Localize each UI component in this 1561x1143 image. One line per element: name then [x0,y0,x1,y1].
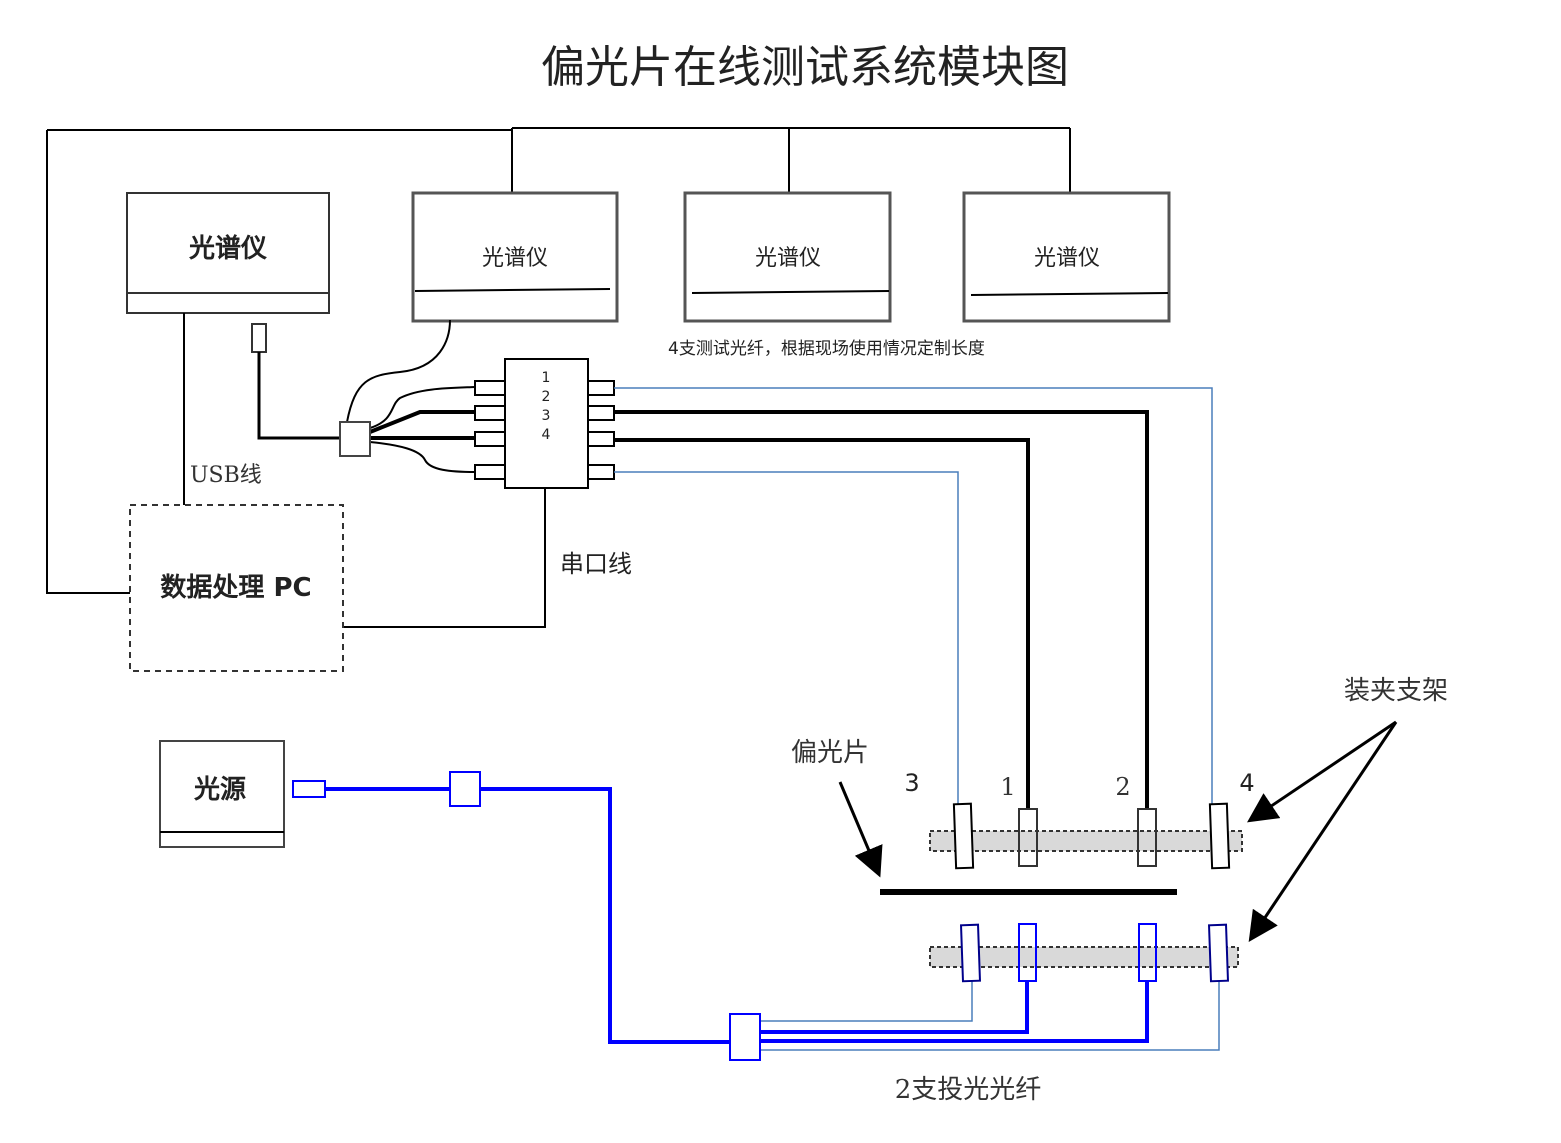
polarizer-label: 偏光片 [791,738,869,768]
spectrometer-3-label: 光谱仪 [1034,246,1100,271]
spectrometer-1[interactable]: 光谱仪 [411,191,619,323]
spectrometer-2[interactable]: 光谱仪 [683,191,892,323]
clamp-bracket-upper[interactable] [929,802,1243,870]
probe-label-3: 3 [904,769,919,797]
light-source[interactable]: 光源 [159,740,285,848]
reference-connector [251,323,267,353]
probe-label-4: 4 [1239,769,1254,797]
spectrometer-3[interactable]: 光谱仪 [962,191,1171,323]
projection-fibers [292,771,1220,1061]
serial-cable [343,488,546,628]
probe-label-2: 2 [1115,773,1130,801]
clamp-bracket-lower[interactable] [929,923,1239,983]
fiber-splitter [339,319,476,473]
pc-label: 数据处理 PC [160,573,311,603]
data-processing-pc[interactable]: 数据处理 PC [129,504,344,672]
switch-channel-2: 2 [542,389,551,405]
serial-cable-label: 串口线 [560,550,632,578]
clamp-bracket-label: 装夹支架 [1344,676,1448,706]
test-fibers [614,387,1213,810]
switch-channel-3: 3 [542,408,551,424]
usb-cable-label: USB线 [190,463,262,488]
optical-switch[interactable]: 1 2 3 4 [474,358,615,489]
spectrometer-2-label: 光谱仪 [755,246,821,271]
light-source-label: 光源 [193,775,246,805]
probe-label-1: 1 [1000,773,1015,801]
spectrometer-main-label: 光谱仪 [188,233,268,264]
diagram-title: 偏光片在线测试系统模块图 [541,42,1069,93]
spectrometer-1-label: 光谱仪 [482,246,548,271]
top-bus-wires [46,127,1071,594]
projection-fiber-label: 2支投光光纤 [895,1075,1042,1105]
clamp-arrow-upper [1247,720,1397,823]
reference-fiber [257,352,342,440]
test-fiber-note: 4支测试光纤，根据现场使用情况定制长度 [668,338,985,359]
clamp-arrow-lower [1248,721,1398,942]
switch-channel-1: 1 [542,370,551,386]
polarizer-arrow [838,781,883,878]
spectrometer-main[interactable]: 光谱仪 [126,192,330,314]
switch-channel-4: 4 [542,427,551,443]
